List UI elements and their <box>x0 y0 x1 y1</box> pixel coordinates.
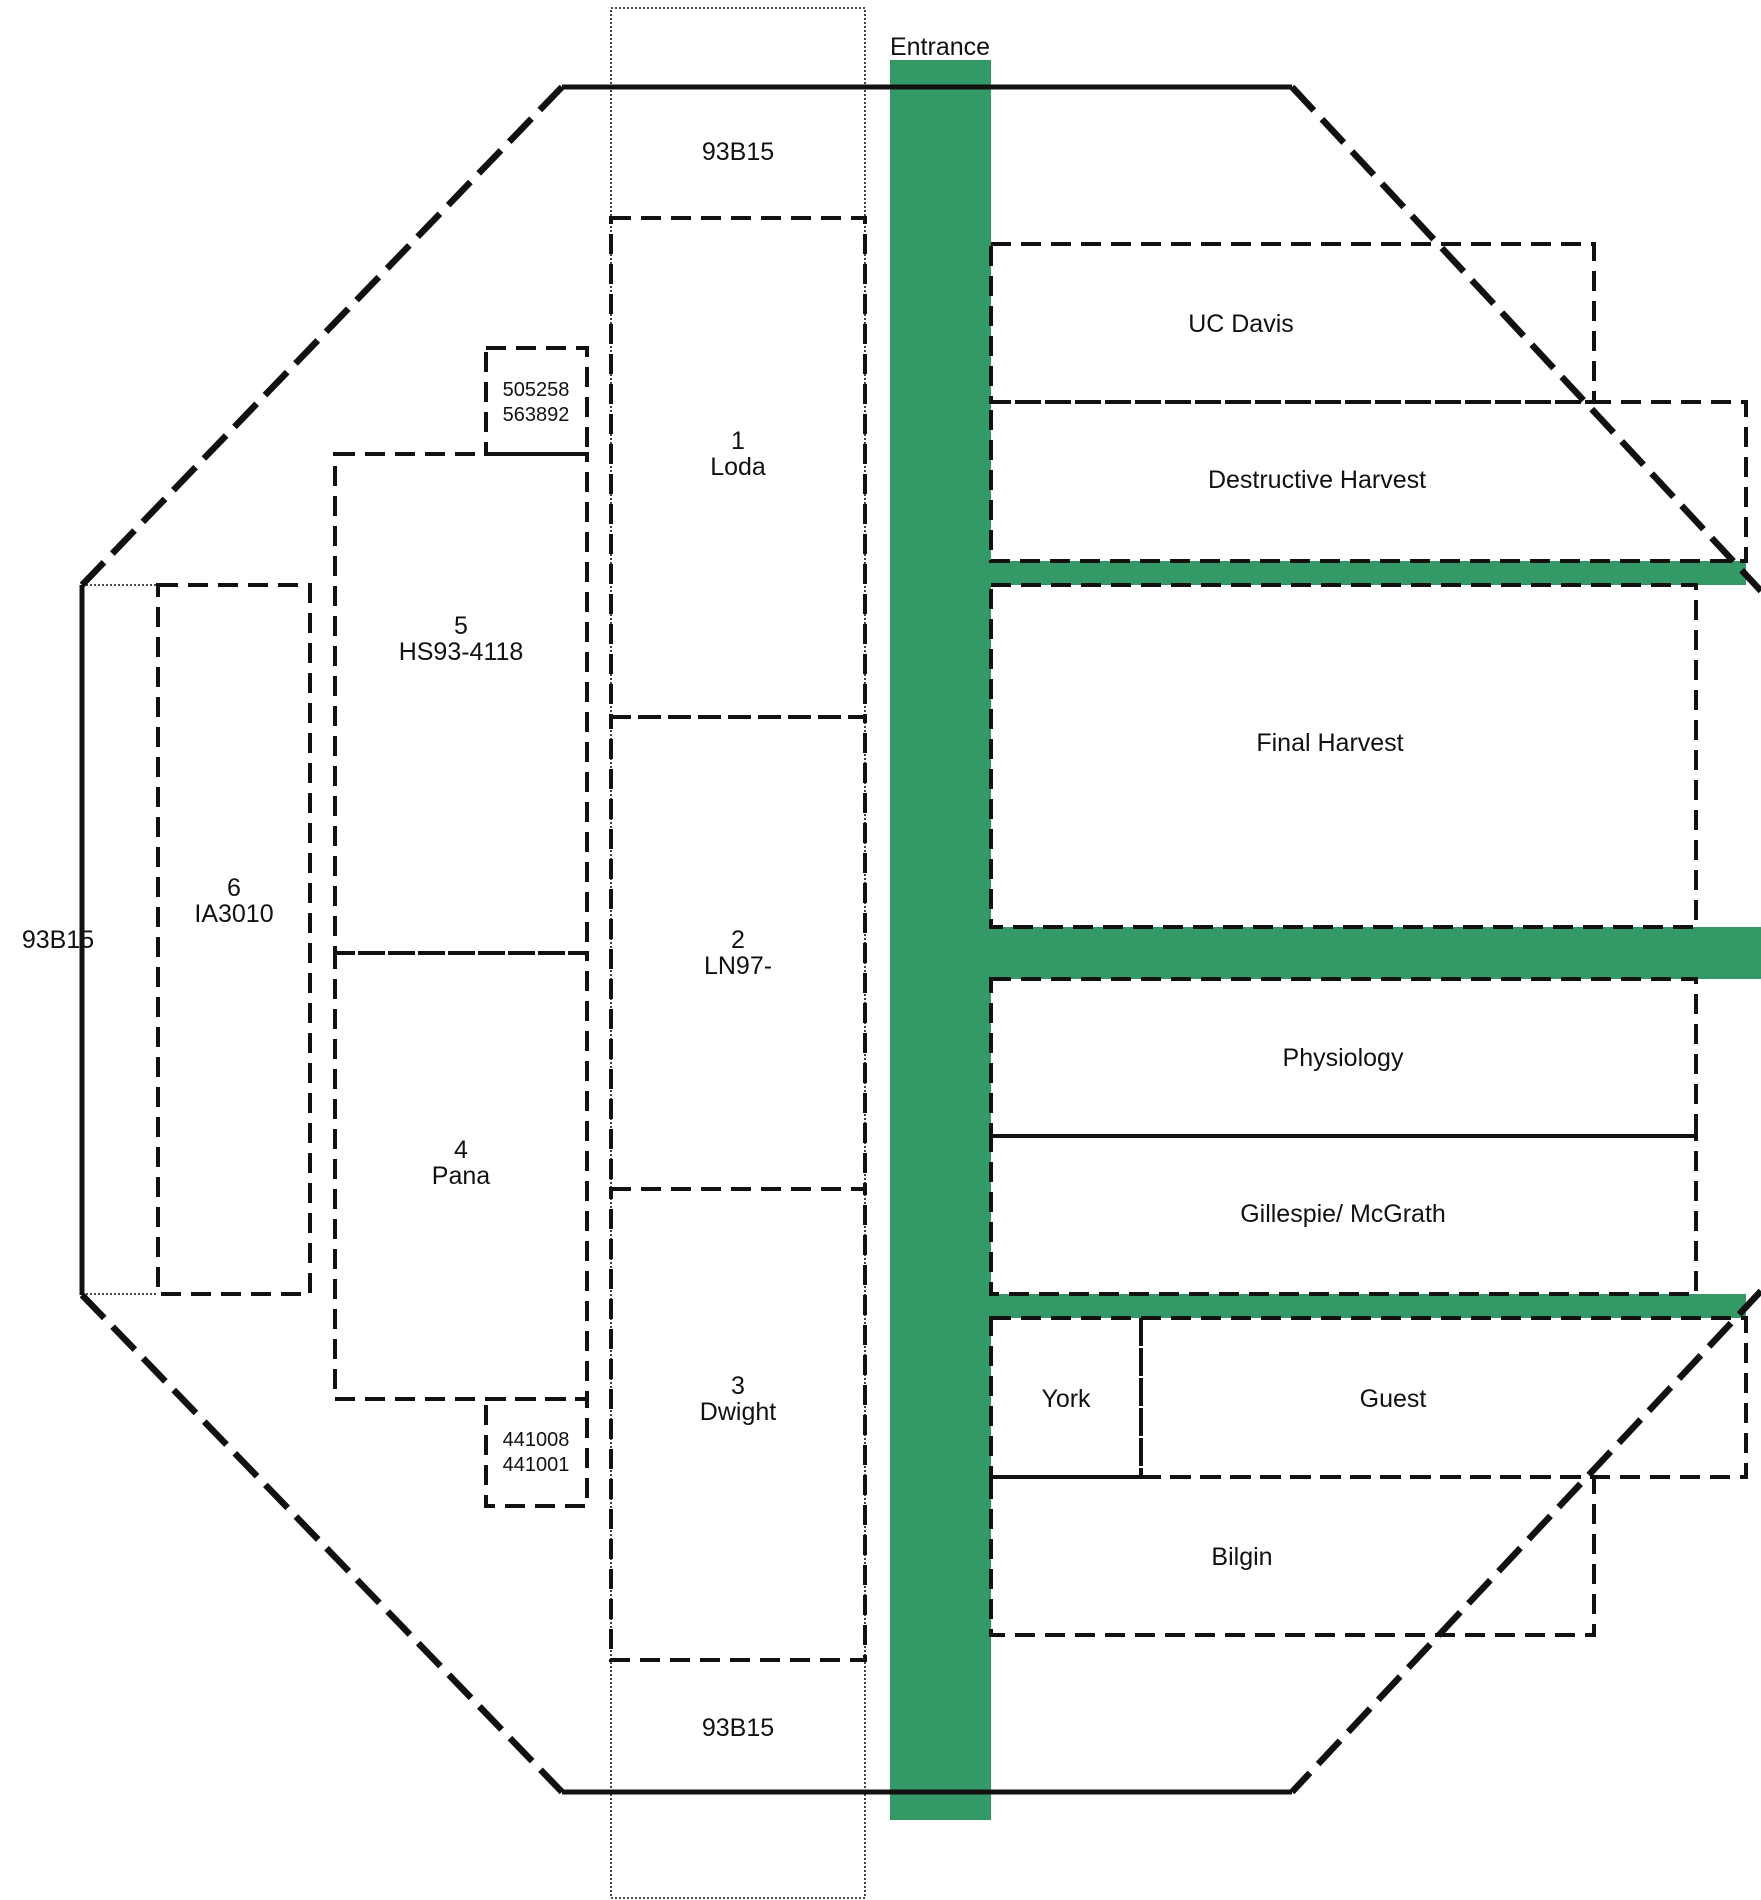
plot-5-name: HS93-4118 <box>399 638 524 666</box>
small-plot-top[interactable] <box>484 346 589 456</box>
walkway-branch-1 <box>991 561 1746 585</box>
entrance-label: Entrance <box>890 33 990 61</box>
plot-3-name: Dwight <box>700 1398 776 1426</box>
area-destructive-harvest[interactable] <box>989 400 1748 563</box>
area-final-harvest[interactable] <box>989 583 1698 929</box>
destructive-harvest-label: Destructive Harvest <box>1208 466 1426 494</box>
plot-4-number: 4 <box>454 1136 468 1164</box>
plot-6-number: 6 <box>227 874 241 902</box>
center-plots <box>609 216 867 1662</box>
plot-5-number: 5 <box>454 612 468 640</box>
plot-6[interactable] <box>156 583 312 1296</box>
plot-3-number: 3 <box>731 1372 745 1400</box>
gillespie-label: Gillespie/ McGrath <box>1240 1200 1446 1228</box>
plot-5[interactable] <box>333 452 589 955</box>
final-harvest-label: Final Harvest <box>1256 729 1403 757</box>
center-bottom-label: 93B15 <box>702 1714 774 1742</box>
plot-4-name: Pana <box>432 1162 490 1190</box>
field-boundary <box>79 84 1761 1795</box>
small-plot-top-line2: 563892 <box>503 404 570 426</box>
small-plot-bottom-line2: 441001 <box>503 1454 570 1476</box>
plot-6-name: IA3010 <box>194 900 273 928</box>
guest-label: Guest <box>1360 1385 1427 1413</box>
plot-2-number: 2 <box>731 926 745 954</box>
area-physiology[interactable] <box>989 977 1698 1138</box>
boundary-bottom-right <box>1289 1288 1761 1795</box>
york-label: York <box>1041 1385 1091 1413</box>
small-plot-top-line1: 505258 <box>503 379 570 401</box>
walkway-branch-2 <box>991 927 1761 979</box>
bilgin-label: Bilgin <box>1211 1543 1272 1571</box>
boundary-top-right <box>1289 84 1761 594</box>
small-plot-bottom-line1: 441008 <box>503 1429 570 1451</box>
center-top-label: 93B15 <box>702 138 774 166</box>
left-plots <box>156 346 589 1508</box>
physiology-label: Physiology <box>1283 1044 1404 1072</box>
walkways <box>890 60 1761 1820</box>
area-gillespie[interactable] <box>989 1134 1698 1296</box>
plot-1-name: Loda <box>710 453 766 481</box>
boundary-bottom-left <box>79 1292 565 1795</box>
left-edge-label: 93B15 <box>22 926 94 954</box>
labels: Entrance 93B15 93B15 93B15 1 Loda 2 LN97… <box>22 33 1446 1742</box>
uc-davis-label: UC Davis <box>1188 310 1294 338</box>
plot-1-number: 1 <box>731 427 745 455</box>
plot-4[interactable] <box>333 951 589 1401</box>
walkway-branch-3 <box>991 1294 1746 1318</box>
area-bilgin[interactable] <box>989 1475 1596 1637</box>
area-guest[interactable] <box>1139 1316 1748 1479</box>
main-walkway <box>890 60 991 1820</box>
plot-3[interactable] <box>609 1187 867 1662</box>
small-plot-bottom[interactable] <box>484 1397 589 1508</box>
boundary-top-left <box>79 84 565 588</box>
right-plots <box>989 242 1748 1637</box>
plot-2-name: LN97- <box>704 952 772 980</box>
